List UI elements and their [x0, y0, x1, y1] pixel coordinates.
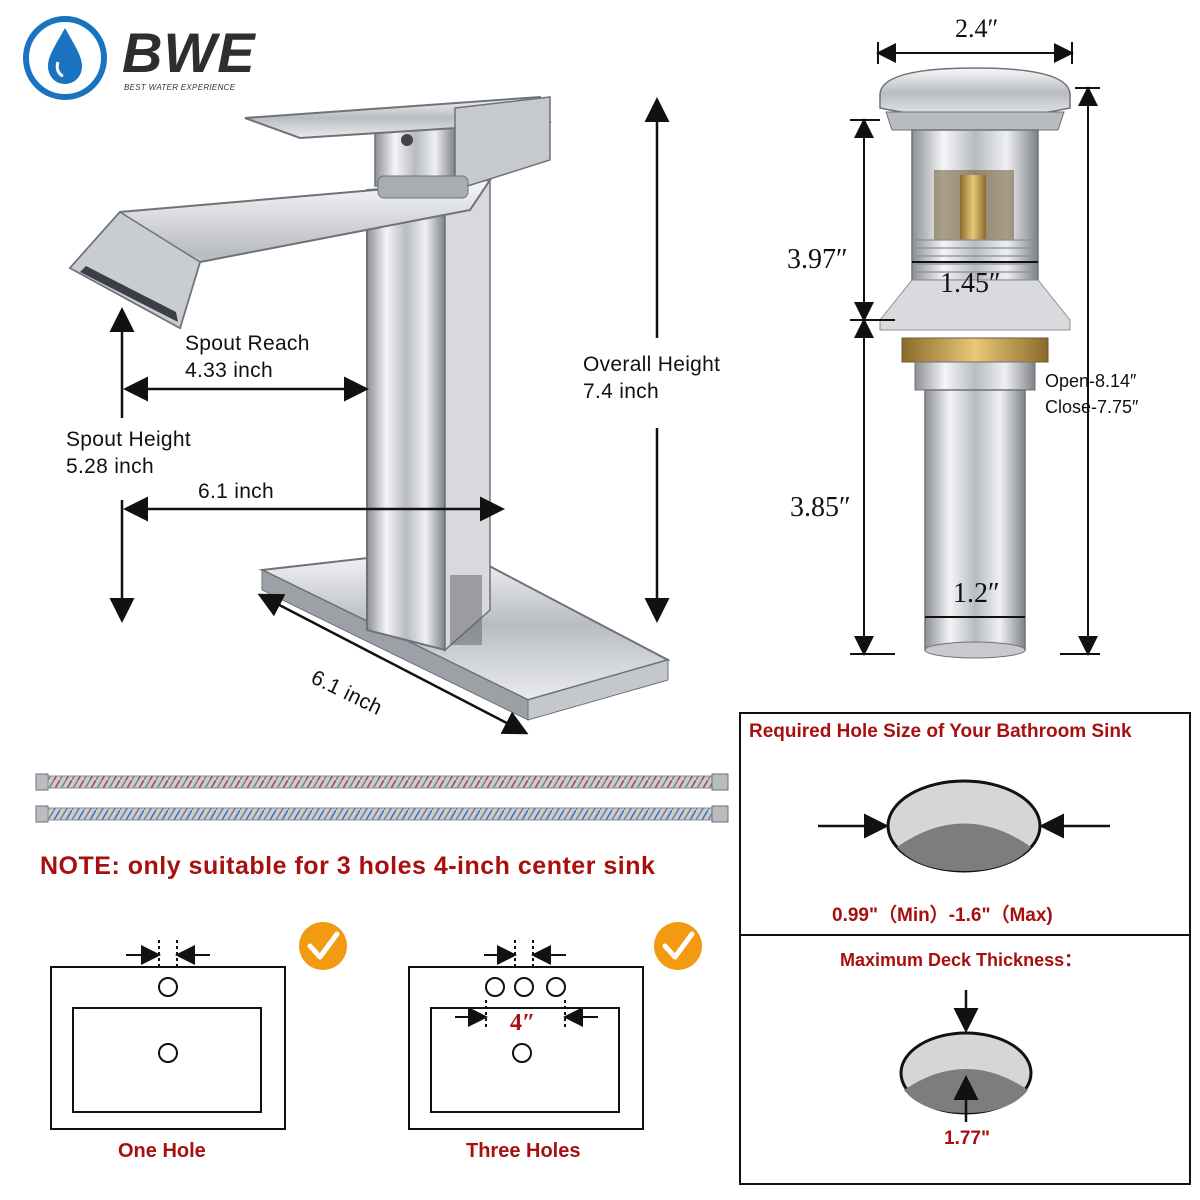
faucet-body	[366, 179, 491, 652]
one-hole-sink-diagram	[50, 940, 286, 1130]
three-holes-caption: Three Holes	[466, 1140, 581, 1162]
base-width-dimension	[257, 593, 529, 735]
water-drop-logo-icon	[23, 16, 107, 100]
faucet-handle	[244, 95, 552, 199]
compatibility-note: NOTE: only suitable for 3 holes 4-inch c…	[40, 852, 656, 880]
hole-size-title: Required Hole Size of Your Bathroom Sink	[749, 721, 1132, 742]
drain-total-close: Close-7.75″	[1045, 397, 1139, 417]
three-hole-sink-diagram	[408, 940, 644, 1130]
checkmark-badge-icon	[299, 922, 347, 970]
supply-hose-1	[35, 773, 729, 791]
drain-total-open: Open-8.14″	[1045, 371, 1137, 391]
spout-height-label: Spout Height	[66, 428, 192, 451]
brand-name: BWE	[122, 21, 256, 84]
overall-height-value: 7.4 inch	[583, 380, 659, 403]
drain-lower-height: 3.85″	[790, 492, 851, 523]
hole-size-illustration	[818, 779, 1110, 873]
drain-tail-diameter: 1.2″	[953, 578, 1000, 609]
depth-value: 6.1 inch	[198, 480, 274, 503]
faucet-spout	[68, 178, 492, 330]
hole-size-value: 0.99"（Min）-1.6"（Max)	[832, 905, 1053, 926]
drain-top-width: 2.4″	[955, 14, 999, 43]
deck-thickness-value: 1.77"	[944, 1128, 990, 1149]
spout-reach-value: 4.33 inch	[185, 359, 273, 382]
spout-height-value: 5.28 inch	[66, 455, 154, 478]
brand-tagline: BEST WATER EXPERIENCE	[124, 83, 236, 92]
deck-thickness-title: Maximum Deck Thickness：	[840, 950, 1083, 970]
drain-upper-height: 3.97″	[787, 244, 848, 275]
pop-up-drain	[879, 67, 1071, 659]
overall-height-label: Overall Height	[583, 353, 721, 376]
deck-thickness-illustration	[899, 990, 1033, 1122]
drain-dimension-lines	[850, 42, 1100, 656]
supply-hose-2	[35, 805, 729, 823]
center-spacing-label: 4″	[510, 1010, 536, 1036]
drain-thread-diameter: 1.45″	[940, 268, 1001, 299]
spout-reach-label: Spout Reach	[185, 332, 310, 355]
checkmark-badge-icon	[654, 922, 702, 970]
one-hole-caption: One Hole	[118, 1140, 206, 1162]
